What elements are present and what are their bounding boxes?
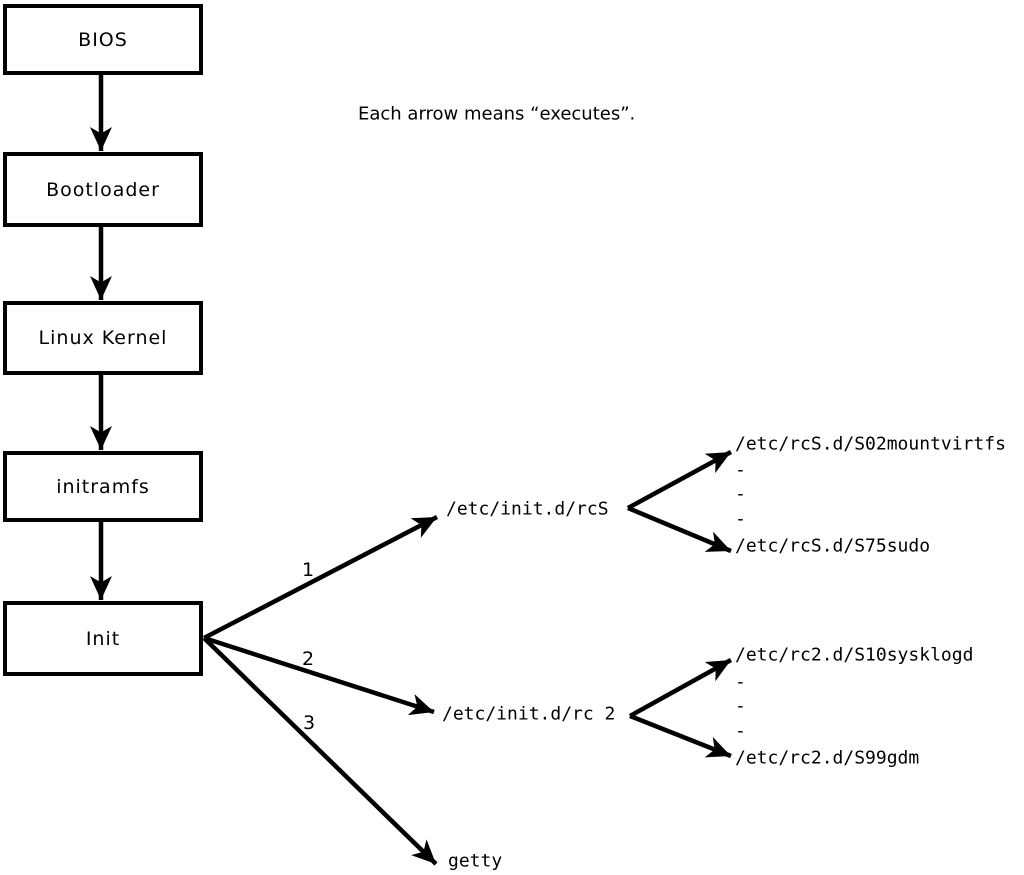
rcS-script-ellipsis: - (735, 459, 746, 481)
edge-rc2-first-script (628, 658, 733, 718)
node-init: Init (3, 601, 203, 676)
edge-init-rc2 (203, 635, 435, 716)
edge-rcS-first-script (626, 450, 733, 510)
node-initramfs-label: initramfs (56, 475, 150, 498)
edge-init-getty (202, 636, 438, 866)
node-bios: BIOS (3, 4, 203, 75)
rc2-script-ellipsis: - (735, 671, 746, 693)
target-rcS: /etc/init.d/rcS (446, 498, 609, 520)
rc2-script-first: /etc/rc2.d/S10sysklogd (735, 644, 974, 666)
node-linux-kernel: Linux Kernel (3, 301, 203, 375)
target-rc2: /etc/init.d/rc 2 (442, 703, 616, 725)
edge-rcS-last-script (627, 505, 732, 554)
node-bios-label: BIOS (78, 28, 128, 51)
node-initramfs: initramfs (3, 451, 203, 522)
edge-label-3: 3 (302, 712, 316, 734)
target-getty: getty (448, 850, 503, 872)
edge-label-2: 2 (301, 648, 315, 670)
edge-init-rcS (202, 515, 439, 640)
rc2-script-ellipsis: - (735, 720, 746, 742)
rc2-script-ellipsis: - (735, 695, 746, 717)
node-bootloader: Bootloader (3, 152, 203, 227)
node-bootloader-label: Bootloader (46, 178, 160, 201)
node-init-label: Init (85, 627, 121, 650)
node-linux-kernel-label: Linux Kernel (38, 327, 168, 349)
rc2-script-last: /etc/rc2.d/S99gdm (735, 747, 920, 769)
edge-rc2-last-script (629, 713, 732, 759)
rcS-script-ellipsis: - (735, 508, 746, 530)
rcS-script-first: /etc/rcS.d/S02mountvirtfs (735, 433, 1006, 455)
rcS-script-ellipsis: - (735, 483, 746, 505)
legend-note: Each arrow means “executes”. (358, 103, 636, 125)
rcS-script-last: /etc/rcS.d/S75sudo (735, 535, 931, 557)
edge-label-1: 1 (301, 559, 315, 581)
